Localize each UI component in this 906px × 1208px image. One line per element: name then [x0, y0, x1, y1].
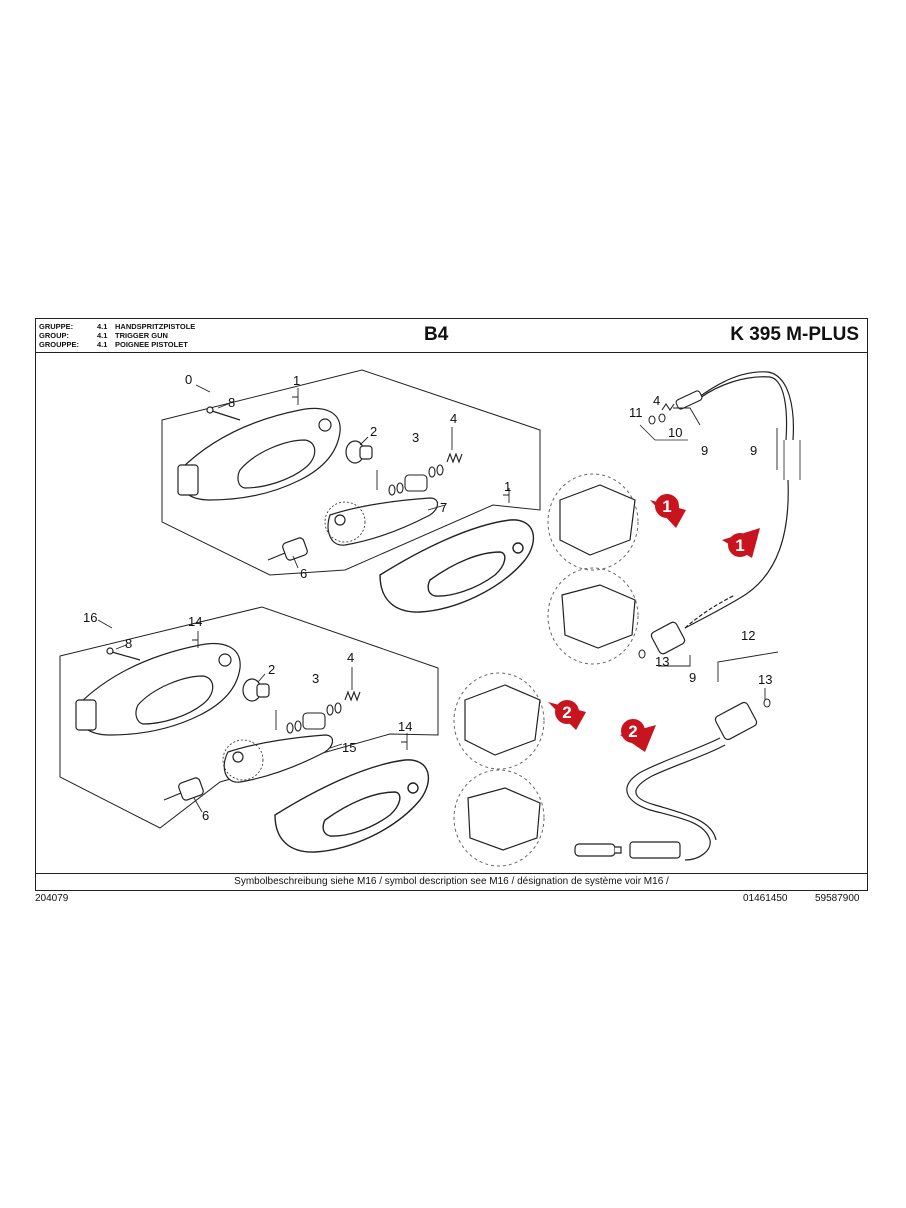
detail-badge-2-left: 2 — [548, 700, 586, 730]
upper-group-frame — [161, 369, 541, 576]
hose-upper-segment — [694, 371, 794, 441]
callout-11: 11 — [629, 405, 643, 420]
callout-9-b: 9 — [750, 443, 757, 458]
o-ring-11 — [648, 415, 656, 425]
callout-6-upper: 6 — [300, 566, 307, 581]
callout-10: 10 — [668, 425, 682, 440]
hose-end-fitting-top — [661, 390, 703, 411]
detail-2b-part — [467, 787, 541, 851]
callout-1-top: 1 — [293, 373, 300, 388]
callout-8-upper: 8 — [228, 395, 235, 410]
screw-8-upper — [206, 406, 241, 421]
spring-4-lower — [344, 690, 361, 702]
callout-3-upper: 3 — [412, 430, 419, 445]
callout-16: 16 — [83, 610, 97, 625]
detail-badge-1-left: 1 — [650, 494, 686, 528]
upper-half-shell — [177, 407, 341, 501]
symbol-note: Symbolbeschreibung siehe M16 / symbol de… — [36, 873, 867, 890]
lower-half-shell — [75, 642, 241, 736]
hose2-coupling — [714, 701, 758, 741]
valve-2-lower — [242, 678, 270, 702]
callout-13-b: 13 — [758, 672, 772, 687]
spring-4-upper — [446, 452, 463, 464]
detail-view-2a — [453, 672, 545, 770]
drawing-number: 204079 — [35, 893, 69, 904]
callout-14-grip: 14 — [398, 719, 412, 734]
trigger-15 — [222, 734, 334, 783]
seal-set-3-upper — [388, 464, 444, 496]
svg-text:2: 2 — [628, 722, 637, 741]
svg-text:1: 1 — [735, 536, 744, 555]
svg-text:2: 2 — [562, 703, 571, 722]
callout-4-upper: 4 — [450, 411, 457, 426]
callout-9-a: 9 — [701, 443, 708, 458]
detail-1a-part — [559, 484, 636, 556]
o-ring-10 — [658, 413, 666, 423]
trigger-7 — [324, 497, 439, 546]
callout-2-upper: 2 — [370, 424, 377, 439]
o-ring-13-lower — [763, 698, 771, 708]
hose-inner-line — [699, 376, 788, 441]
hose2-body — [626, 737, 721, 861]
callout-6-lower: 6 — [202, 808, 209, 823]
insert-6-upper — [267, 537, 308, 561]
callout-15: 15 — [342, 740, 356, 755]
detail-badge-1-right: 1 — [722, 528, 760, 558]
model-name: K 395 M-PLUS — [730, 324, 859, 345]
detail-badge-2-right: 2 — [620, 719, 656, 752]
detail-1b-part — [561, 584, 636, 649]
callout-9-c: 9 — [689, 670, 696, 685]
valve-2-upper — [345, 440, 373, 464]
callout-0: 0 — [185, 372, 192, 387]
handle-grip-1-upper — [379, 519, 535, 613]
detail-2a-part — [464, 684, 541, 756]
callout-14-top: 14 — [188, 614, 202, 629]
svg-text:1: 1 — [662, 497, 671, 516]
detail-view-1a — [547, 473, 639, 571]
document-number: 59587900 — [815, 893, 860, 904]
detail-view-2b — [453, 769, 545, 867]
insert-6-lower — [163, 777, 204, 801]
callout-4-hose: 4 — [653, 393, 660, 408]
hose-break-mark — [783, 440, 801, 480]
detail-view-1b — [547, 567, 639, 665]
o-ring-13-upper — [638, 649, 646, 659]
callout-2-lower: 2 — [268, 662, 275, 677]
page-code: B4 — [424, 324, 449, 345]
hose2-end-nipple — [574, 841, 681, 859]
callout-12: 12 — [741, 628, 755, 643]
screw-8-lower — [106, 647, 141, 661]
callout-13-a: 13 — [655, 654, 669, 669]
callout-1-grip: 1 — [504, 479, 511, 494]
callout-3-lower: 3 — [312, 671, 319, 686]
hose-coupling-nut — [650, 594, 736, 655]
callout-4-lower: 4 — [347, 650, 354, 665]
part-number: 01461450 — [743, 893, 788, 904]
hose-lower-segment — [684, 479, 789, 629]
callout-7: 7 — [440, 500, 447, 515]
hose2-inner — [635, 744, 726, 841]
callout-8-lower: 8 — [125, 636, 132, 651]
seal-set-3-lower — [286, 702, 342, 734]
lower-group-frame — [59, 606, 439, 829]
handle-grip-14-lower — [274, 759, 430, 853]
